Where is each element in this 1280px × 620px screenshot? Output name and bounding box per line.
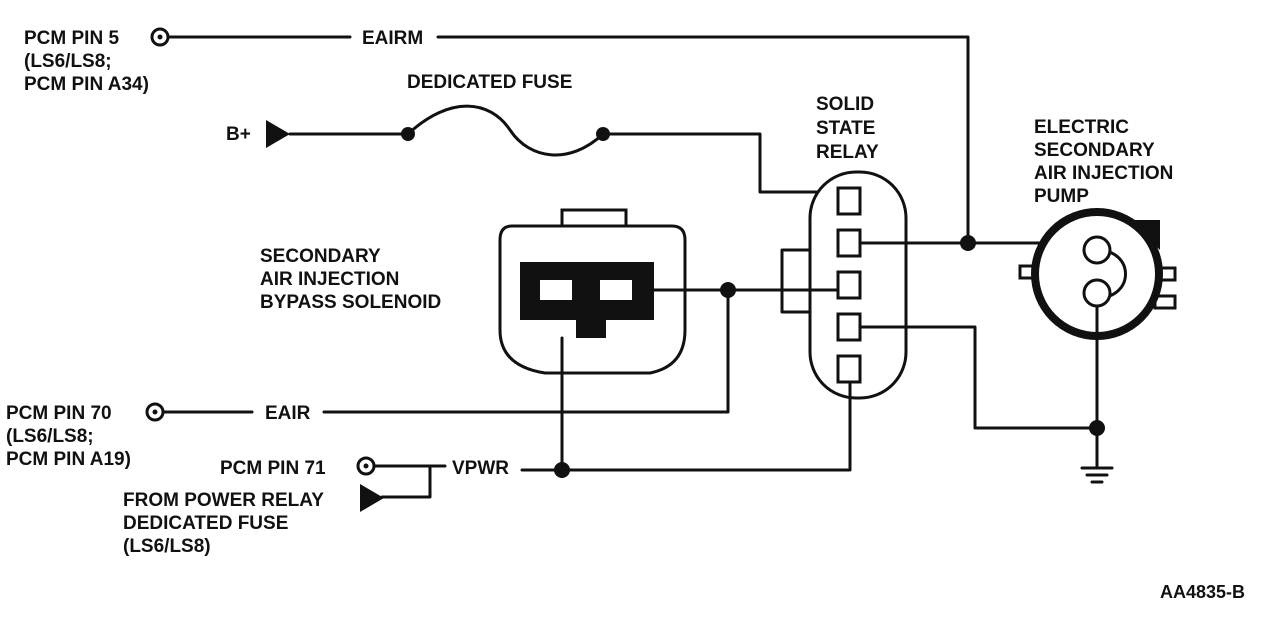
fuse-to-relay-wire	[601, 132, 840, 194]
eairm-junction	[960, 235, 976, 251]
eair-wire	[161, 288, 730, 414]
relay-ground-wire	[858, 325, 1102, 430]
solid-state-relay	[808, 170, 908, 400]
relay-label: SOLID STATE RELAY	[816, 94, 881, 163]
relay-pin-2	[836, 228, 862, 258]
relay-pin-1	[836, 186, 862, 216]
b-plus-arrow-icon	[266, 120, 290, 148]
relay-internal-jumper	[780, 248, 812, 314]
power-relay-arrow-icon	[360, 484, 384, 512]
bypass-solenoid-connector-icon	[498, 208, 687, 375]
pcm-pin71-label: PCM PIN 71	[220, 458, 326, 479]
ground-junction	[1089, 420, 1105, 436]
dedicated-fuse-icon	[406, 104, 605, 157]
eair-label: EAIR	[265, 403, 311, 424]
power-relay-wire	[380, 466, 432, 499]
dedicated-fuse-label: DEDICATED FUSE	[407, 72, 572, 93]
pcm-pin5-terminal	[150, 27, 170, 47]
power-relay-label: FROM POWER RELAY DEDICATED FUSE (LS6/LS8…	[123, 490, 329, 557]
vpwr-label: VPWR	[452, 458, 509, 479]
pcm-pin70-terminal	[145, 402, 165, 422]
pcm-pin70-label: PCM PIN 70 (LS6/LS8; PCM PIN A19)	[6, 403, 131, 470]
b-plus-label: B+	[226, 124, 251, 145]
solenoid-label: SECONDARY AIR INJECTION BYPASS SOLENOID	[260, 246, 441, 313]
relay-pin-3	[836, 270, 862, 300]
figure-id: AA4835-B	[1160, 582, 1245, 602]
pcm-pin71-terminal	[356, 456, 376, 476]
relay-pin-4	[836, 312, 862, 342]
pump-label: ELECTRIC SECONDARY AIR INJECTION PUMP	[1034, 117, 1179, 207]
eairm-wire	[166, 35, 970, 245]
ground-icon	[1080, 466, 1114, 484]
vpwr-junction	[554, 462, 570, 478]
vpwr-wire	[520, 380, 852, 472]
relay-pin-5	[836, 354, 862, 384]
pcm-pin5-label: PCM PIN 5 (LS6/LS8; PCM PIN A34)	[24, 28, 149, 95]
eairm-label: EAIRM	[362, 28, 423, 49]
